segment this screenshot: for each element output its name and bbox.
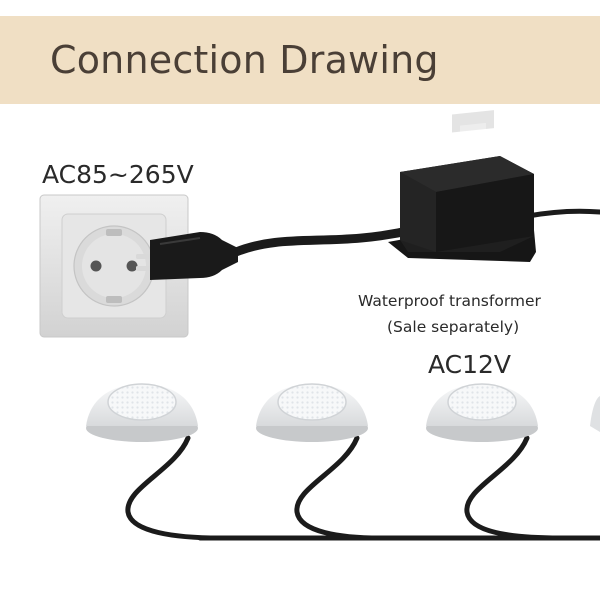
title-band <box>0 16 600 104</box>
transformer-label: Waterproof transformer <box>358 292 541 310</box>
pool-light-1 <box>86 383 198 442</box>
pool-light-icon <box>86 383 600 442</box>
plug-icon <box>136 232 238 280</box>
transformer-note: (Sale separately) <box>387 318 520 336</box>
top-strip <box>0 0 600 16</box>
transformer-icon <box>388 110 536 262</box>
lamp-cable-2 <box>294 435 473 541</box>
pool-light-4-partial <box>590 396 600 432</box>
pool-light-3 <box>426 383 538 442</box>
output-voltage-label: AC12V <box>428 350 512 379</box>
lamp-cable-1 <box>125 435 333 541</box>
transformer-output-cable <box>525 208 600 219</box>
lamp-cable-3 <box>464 435 600 541</box>
pool-light-2 <box>256 383 368 442</box>
plug-cable <box>231 225 417 257</box>
page-title: Connection Drawing <box>50 38 439 82</box>
cables <box>125 208 600 541</box>
wall-socket-icon <box>39 194 189 338</box>
input-voltage-label: AC85~265V <box>42 160 194 189</box>
